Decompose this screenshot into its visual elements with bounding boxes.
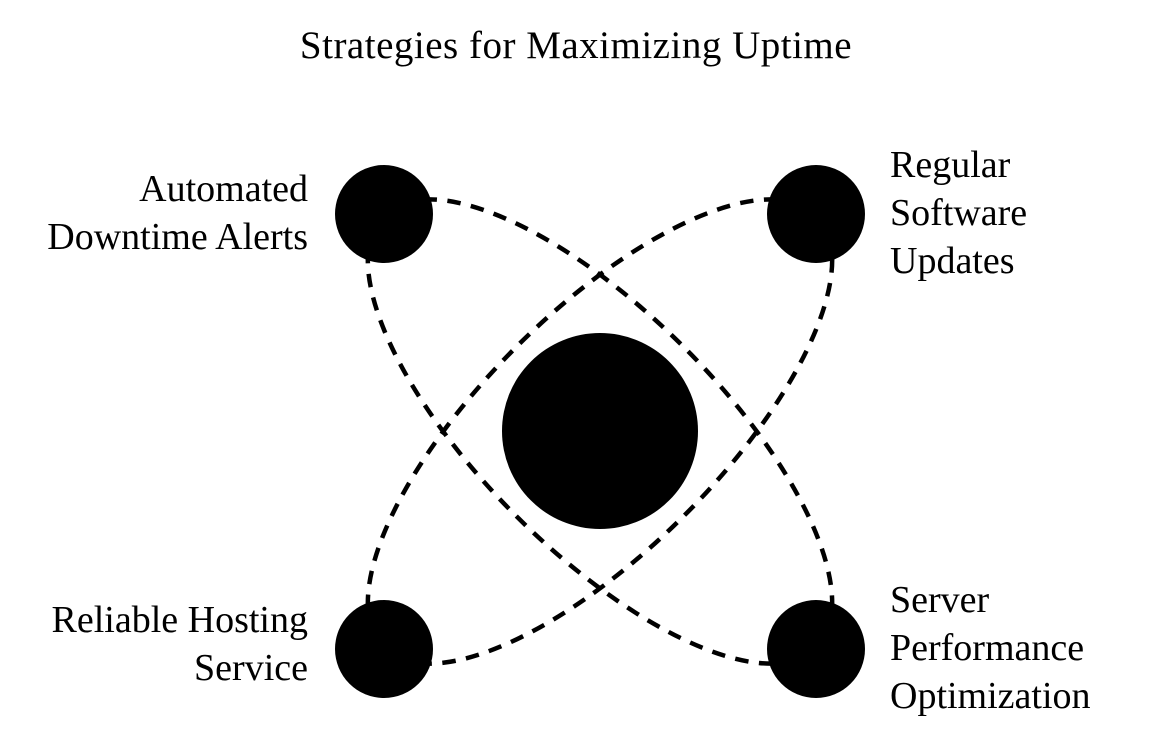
node-label-server-performance-optimization: Server Performance Optimization xyxy=(890,576,1091,720)
diagram-title: Strategies for Maximizing Uptime xyxy=(299,24,853,67)
hub-circle xyxy=(502,333,698,529)
node-label-regular-software-updates: Regular Software Updates xyxy=(890,141,1027,285)
label-line: Reliable Hosting xyxy=(51,599,308,641)
label-line: Server xyxy=(890,579,990,621)
label-line: Regular xyxy=(890,144,1011,186)
node-circle-server-performance-optimization xyxy=(767,600,865,698)
node-label-reliable-hosting-service: Reliable Hosting Service xyxy=(52,596,308,692)
node-circle-regular-software-updates xyxy=(767,165,865,263)
label-line: Service xyxy=(194,647,308,689)
label-line: Software xyxy=(890,192,1028,234)
label-line: Performance xyxy=(890,627,1085,669)
label-line: Optimization xyxy=(890,675,1091,717)
node-label-automated-downtime-alerts: Automated Downtime Alerts xyxy=(47,165,308,261)
label-line: Updates xyxy=(890,240,1015,282)
node-circle-reliable-hosting-service xyxy=(335,600,433,698)
node-circle-automated-downtime-alerts xyxy=(335,165,433,263)
label-line: Downtime Alerts xyxy=(47,216,308,258)
label-line: Automated xyxy=(139,168,308,210)
